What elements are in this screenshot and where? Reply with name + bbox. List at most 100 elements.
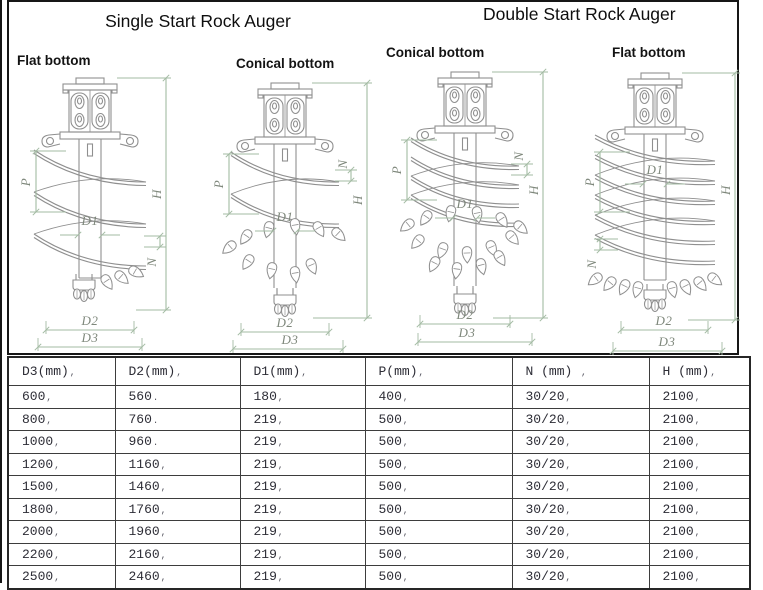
table-cell: 219,	[239, 430, 366, 454]
dimension-table: D3(mm),D2(mm),D1(mm),P(mm),N (mm) ,H (mm…	[7, 356, 751, 590]
table-cell: 30/20,	[511, 452, 650, 476]
table-cell: 800,	[7, 407, 116, 431]
table-cell: 500,	[364, 497, 513, 521]
table-cell: 2100,	[648, 452, 751, 476]
dim-label-D1: D1	[276, 209, 294, 224]
table-cell: 500,	[364, 542, 513, 566]
table-cell: 500,	[364, 452, 513, 476]
table-cell: 219,	[239, 497, 366, 521]
table-cell: 1000,	[7, 430, 116, 454]
table-cell: 180,	[239, 385, 366, 409]
table-cell: 560.	[114, 385, 241, 409]
dim-label-D3: D3	[81, 330, 99, 345]
table-row: 1000,960.219,500,30/20,2100,	[7, 430, 751, 454]
table-cell: 500,	[364, 565, 513, 589]
table-cell: 2100,	[648, 497, 751, 521]
table-cell: 219,	[239, 407, 366, 431]
table-cell: 2100,	[648, 407, 751, 431]
dim-label-D2: D2	[276, 315, 294, 330]
table-cell: 30/20,	[511, 475, 650, 499]
table-cell: 1160,	[114, 452, 241, 476]
table-cell: 1760,	[114, 497, 241, 521]
table-cell: 2200,	[7, 542, 116, 566]
table-cell: 400,	[364, 385, 513, 409]
table-cell: 30/20,	[511, 542, 650, 566]
header-cell: H (mm),	[648, 356, 751, 386]
table-cell: 760.	[114, 407, 241, 431]
table-cell: 219,	[239, 565, 366, 589]
table-cell: 219,	[239, 475, 366, 499]
table-cell: 500,	[364, 407, 513, 431]
dim-label-P: P	[582, 178, 597, 187]
header-cell: D2(mm),	[114, 356, 241, 386]
dim-label-H: H	[149, 189, 164, 200]
single-start-title: Single Start Rock Auger	[105, 11, 291, 31]
header-cell: N (mm) ,	[511, 356, 650, 386]
dim-label-N: N	[335, 159, 350, 170]
table-row: 1500,1460,219,500,30/20,2100,	[7, 475, 751, 499]
dim-label-D1: D1	[456, 196, 474, 211]
table-header-row: D3(mm),D2(mm),D1(mm),P(mm),N (mm) ,H (mm…	[7, 356, 751, 386]
dim-label-N: N	[511, 151, 526, 162]
table-row: 2000,1960,219,500,30/20,2100,	[7, 520, 751, 544]
table-cell: 1960,	[114, 520, 241, 544]
table-cell: 2100,	[648, 520, 751, 544]
table-cell: 2100,	[648, 542, 751, 566]
table-cell: 2460,	[114, 565, 241, 589]
dim-label-D2: D2	[81, 313, 99, 328]
table-cell: 600,	[7, 385, 116, 409]
table-cell: 2100,	[648, 385, 751, 409]
table-cell: 1460,	[114, 475, 241, 499]
table-cell: 2500,	[7, 565, 116, 589]
table-cell: 30/20,	[511, 520, 650, 544]
auger-caption-conical-single: Conical bottom	[236, 56, 335, 71]
table-cell: 30/20,	[511, 430, 650, 454]
table-cell: 2100,	[648, 475, 751, 499]
table-cell: 30/20,	[511, 407, 650, 431]
double-start-title: Double Start Rock Auger	[483, 4, 676, 24]
dim-label-P: P	[18, 178, 33, 187]
dim-label-D3: D3	[281, 332, 299, 347]
table-cell: 500,	[364, 430, 513, 454]
table-cell: 2160,	[114, 542, 241, 566]
table-cell: 1500,	[7, 475, 116, 499]
dim-label-D3: D3	[658, 334, 676, 349]
table-row: 1200,1160,219,500,30/20,2100,	[7, 452, 751, 476]
table-cell: 1200,	[7, 452, 116, 476]
header-cell: P(mm),	[364, 356, 513, 386]
table-cell: 1800,	[7, 497, 116, 521]
dim-label-H: H	[718, 185, 733, 196]
dim-label-D3: D3	[458, 325, 476, 340]
dim-label-N: N	[144, 257, 159, 268]
dim-label-H: H	[350, 195, 365, 206]
auger-caption-flat-double: Flat bottom	[612, 45, 686, 60]
dim-label-D1: D1	[81, 213, 99, 228]
dim-label-N: N	[584, 259, 599, 270]
table-cell: 2000,	[7, 520, 116, 544]
table-cell: 960.	[114, 430, 241, 454]
table-cell: 219,	[239, 452, 366, 476]
dim-label-D2: D2	[456, 307, 474, 322]
left-border	[0, 0, 2, 583]
dim-label-D2: D2	[655, 313, 673, 328]
diagram-frame	[7, 0, 739, 355]
dim-label-D1: D1	[646, 162, 664, 177]
dim-label-P: P	[211, 180, 226, 189]
table-cell: 2100,	[648, 565, 751, 589]
table-row: 2200,2160,219,500,30/20,2100,	[7, 542, 751, 566]
header-cell: D1(mm),	[239, 356, 366, 386]
dim-label-H: H	[526, 185, 541, 196]
table-cell: 500,	[364, 475, 513, 499]
table-row: 1800,1760,219,500,30/20,2100,	[7, 497, 751, 521]
table-cell: 30/20,	[511, 497, 650, 521]
dim-label-P: P	[389, 166, 404, 175]
table-cell: 219,	[239, 520, 366, 544]
header-cell: D3(mm),	[7, 356, 116, 386]
table-row: 600,560.180,400,30/20,2100,	[7, 385, 751, 409]
table-cell: 30/20,	[511, 385, 650, 409]
